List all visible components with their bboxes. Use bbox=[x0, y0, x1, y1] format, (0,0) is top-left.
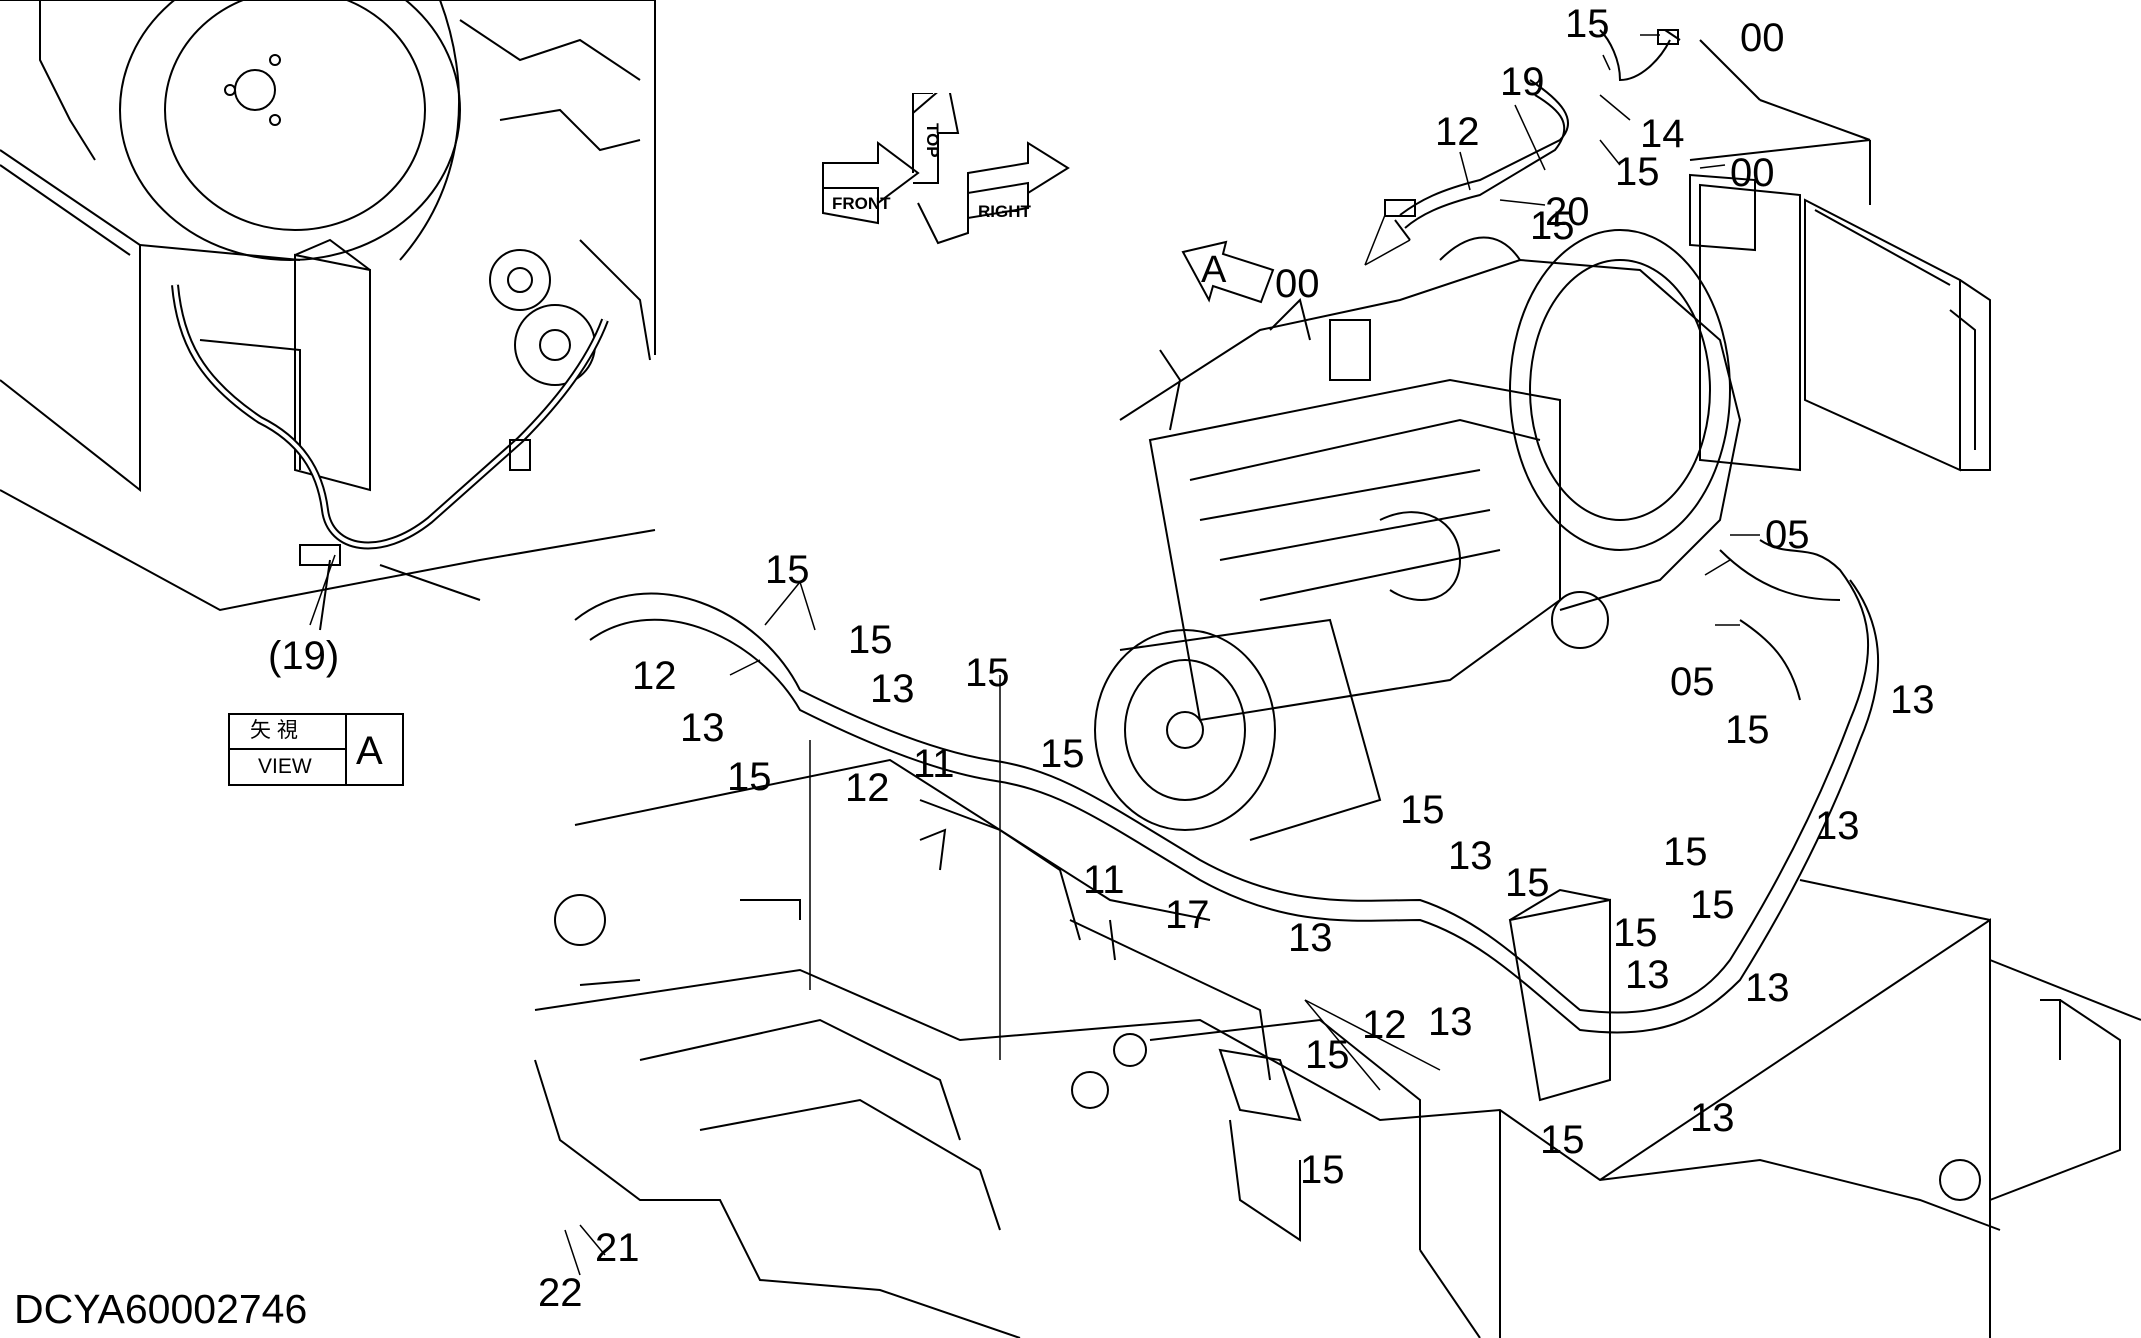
callout-00: 00 bbox=[1275, 262, 1320, 306]
callout-22: 22 bbox=[538, 1271, 583, 1315]
callout-14: 14 bbox=[1640, 112, 1685, 156]
cube-front-label: FRONT bbox=[832, 194, 891, 213]
callout-15: 15 bbox=[848, 618, 893, 662]
callout-20: 20 bbox=[1545, 190, 1590, 234]
callout-15: 15 bbox=[765, 548, 810, 592]
callout-15: 15 bbox=[1305, 1033, 1350, 1077]
callout-15: 15 bbox=[965, 651, 1010, 695]
callout-15: 15 bbox=[1300, 1148, 1345, 1192]
callout-11: 11 bbox=[913, 742, 955, 786]
callout-13: 13 bbox=[1428, 1000, 1473, 1044]
callout-15: 15 bbox=[1040, 732, 1085, 776]
callout-12: 12 bbox=[632, 654, 677, 698]
condenser-assembly bbox=[1689, 39, 1991, 472]
right-arrow-icon bbox=[967, 141, 1070, 195]
callout-17: 17 bbox=[1165, 893, 1210, 937]
leader-lines bbox=[309, 34, 1760, 1276]
ac-hose-lines bbox=[574, 29, 1880, 1034]
front-arrow-icon bbox=[822, 141, 920, 205]
view-box-view: VIEW bbox=[258, 755, 312, 778]
view-box-letter: A bbox=[356, 729, 383, 773]
cube-top-label: TOP bbox=[923, 123, 942, 158]
callout-12: 12 bbox=[1435, 110, 1480, 154]
callout-12: 12 bbox=[845, 766, 890, 810]
callout-15: 15 bbox=[1530, 204, 1575, 248]
orientation-cube: FRONT TOP RIGHT bbox=[818, 93, 1078, 273]
callout-05: 05 bbox=[1765, 513, 1810, 557]
inset-callout-19: (19) bbox=[268, 634, 340, 678]
callout-15: 15 bbox=[1615, 150, 1660, 194]
callout-13: 13 bbox=[1448, 834, 1493, 878]
callout-05: 05 bbox=[1670, 660, 1715, 704]
callout-15: 15 bbox=[1505, 861, 1550, 905]
callout-00: 00 bbox=[1740, 16, 1785, 60]
callout-15: 15 bbox=[1725, 708, 1770, 752]
callout-15: 15 bbox=[1540, 1118, 1585, 1162]
view-a-label-box: 矢 視 VIEW A bbox=[228, 713, 404, 786]
view-a-arrow-letter: A bbox=[1201, 249, 1227, 291]
callout-13: 13 bbox=[1890, 678, 1935, 722]
view-a-arrow: A bbox=[1181, 240, 1276, 310]
callout-21: 21 bbox=[595, 1226, 640, 1270]
callout-13: 13 bbox=[1288, 916, 1333, 960]
callout-15: 15 bbox=[727, 755, 772, 799]
callout-13: 13 bbox=[1690, 1096, 1735, 1140]
callout-12: 12 bbox=[1362, 1003, 1407, 1047]
callout-13: 13 bbox=[1625, 953, 1670, 997]
callout-15: 15 bbox=[1400, 788, 1445, 832]
callout-11: 11 bbox=[1083, 858, 1125, 902]
upper-frame bbox=[534, 758, 2141, 1338]
engine-assembly bbox=[1094, 229, 1742, 841]
callout-13: 13 bbox=[870, 667, 915, 711]
callout-15: 15 bbox=[1565, 2, 1610, 46]
callout-15: 15 bbox=[1663, 830, 1708, 874]
inset-view-a bbox=[0, 0, 656, 631]
callout-15: 15 bbox=[1613, 911, 1658, 955]
callout-00: 00 bbox=[1730, 151, 1775, 195]
callout-13: 13 bbox=[680, 706, 725, 750]
callout-13: 13 bbox=[1815, 804, 1860, 848]
callout-13: 13 bbox=[1745, 966, 1790, 1010]
view-box-kanji: 矢 視 bbox=[250, 719, 298, 742]
cube-right-label: RIGHT bbox=[978, 202, 1031, 221]
callout-15: 15 bbox=[1690, 883, 1735, 927]
callout-19: 19 bbox=[1500, 60, 1545, 104]
drawing-code: DCYA60002746 bbox=[14, 1286, 308, 1332]
